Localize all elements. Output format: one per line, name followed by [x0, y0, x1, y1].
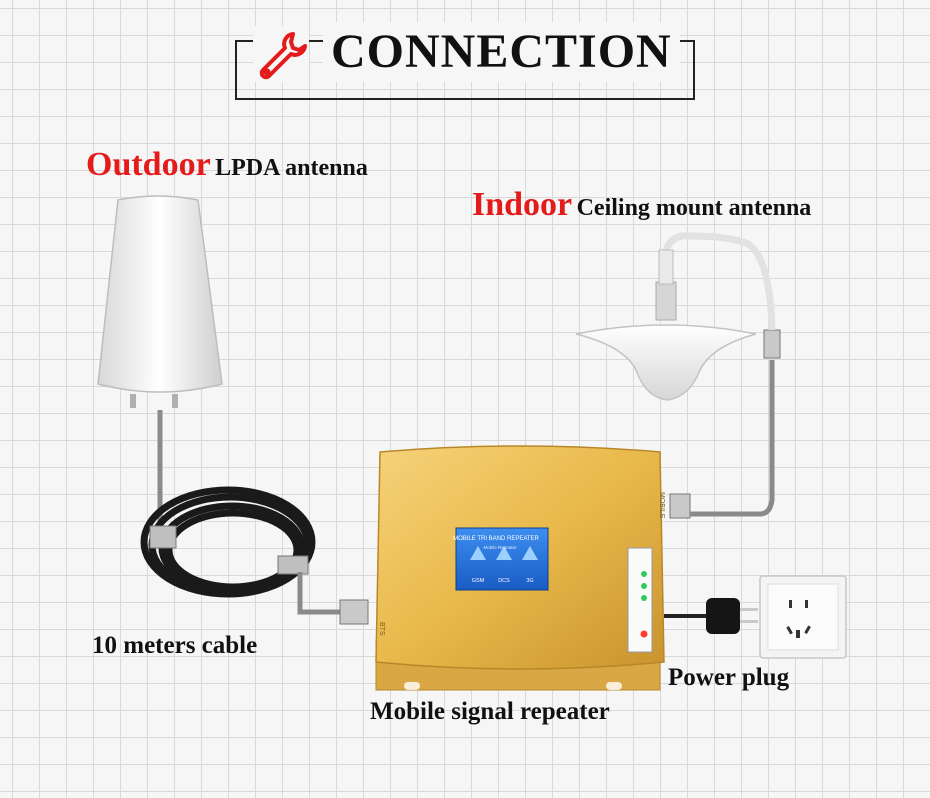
- ceiling-antenna: [575, 232, 776, 401]
- lpda-antenna: [97, 195, 223, 408]
- outdoor-highlight: Outdoor: [86, 146, 211, 183]
- cable-caption: 10 meters cable: [92, 632, 258, 659]
- n-connector-coil: [277, 555, 309, 575]
- band-label: GSM: [472, 578, 485, 584]
- title-frame-bottom: [235, 98, 695, 100]
- repeater-input-cable: [297, 572, 350, 615]
- indoor-highlight: Indoor: [472, 186, 573, 223]
- band-label: DCS: [498, 578, 510, 584]
- bts-connector: [339, 599, 369, 625]
- page-title: CONNECTION: [323, 22, 680, 82]
- power-plug: [706, 598, 758, 634]
- n-connector-left: [149, 525, 177, 549]
- mobile-connector: [669, 493, 691, 519]
- outdoor-text: LPDA antenna: [215, 155, 368, 181]
- bts-port-label: BTS: [378, 622, 385, 636]
- panel-header: MOBILE TRI BAND REPEATER: [453, 536, 539, 542]
- mobile-port-label: MOBILE: [658, 492, 665, 519]
- dome-cable-connector: [763, 329, 781, 359]
- indoor-label: Indoor Ceiling mount antenna: [472, 186, 811, 224]
- plug-caption: Power plug: [668, 664, 790, 691]
- wall-socket: [759, 575, 847, 659]
- outdoor-label: Outdoor LPDA antenna: [86, 146, 368, 184]
- band-label: 3G: [526, 578, 533, 584]
- indoor-text: Ceiling mount antenna: [576, 195, 812, 221]
- panel-sub: Mobile Repeater: [483, 545, 517, 550]
- indoor-cable: [690, 360, 775, 517]
- repeater-unit: [375, 445, 665, 691]
- wrench-icon: [253, 26, 309, 82]
- title-banner: CONNECTION: [235, 18, 695, 100]
- repeater-caption: Mobile signal repeater: [370, 698, 610, 725]
